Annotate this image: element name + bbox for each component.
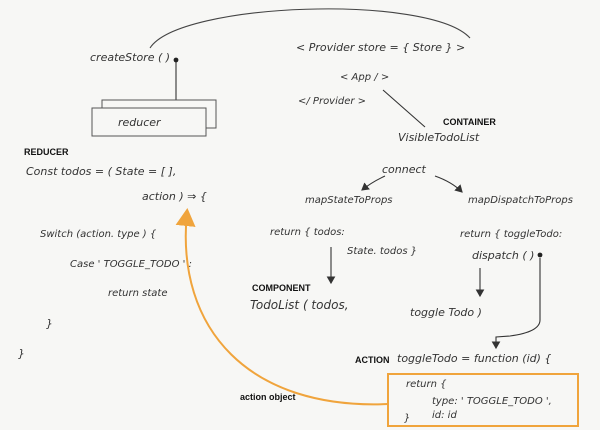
dispatch-dot [537,252,543,258]
action-type: type: ' TOGGLE_TODO ', [432,396,552,407]
component-label: COMPONENT [252,283,311,293]
reducer-close: } [18,347,25,360]
connect-to-mapstate-arrow [361,175,386,191]
connect-call: connect [382,163,426,176]
provider-container-link [382,89,426,128]
state-todos: State. todos } [347,246,418,257]
reducer-box-front [91,107,207,137]
dispatch-call: dispatch ( ) [472,249,535,262]
reducer-line-2: action ) ⇒ { [142,190,207,203]
store-arc [149,8,471,49]
action-creator-def: toggleTodo = function (id) { [397,352,552,365]
action-return: return { [406,379,447,390]
map-state-to-props: mapStateToProps [305,195,393,206]
reducer-line-1: Const todos = ( State = [ ], [26,165,177,178]
return-toggle: return { toggleTodo: [460,229,563,240]
return-todos: return { todos: [270,227,345,238]
create-store-call: createStore ( ) [90,51,171,64]
reducer-switch-close: } [46,317,53,330]
reducer-case: Case ' TOGGLE_TODO ' : [70,259,192,270]
action-id: id: id [432,410,457,421]
action-box [387,373,579,427]
todo-list-component: TodoList ( todos, [250,298,349,312]
toggle-todo-prop: toggle Todo ) [410,306,482,319]
provider-close-tag: </ Provider > [298,96,367,107]
dispatch-action-link [491,258,541,350]
action-object-arrow [175,208,389,406]
store-reducer-dot [173,57,179,63]
action-label: ACTION [355,355,390,365]
app-tag: < App / > [340,72,390,83]
visible-todo-list: VisibleTodoList [398,131,480,144]
reducer-box-label: reducer [118,116,161,129]
provider-open-tag: < Provider store = { Store } > [296,41,466,54]
map-dispatch-to-props: mapDispatchToProps [468,195,573,206]
action-close-brace: } [404,413,411,424]
action-object-label: action object [240,392,296,402]
reducer-return-state: return state [108,288,168,299]
reducer-label: REDUCER [24,147,69,157]
container-label: CONTAINER [443,117,496,127]
connect-to-mapdispatch-arrow [434,175,463,193]
reducer-switch: Switch (action. type ) { [40,229,157,240]
